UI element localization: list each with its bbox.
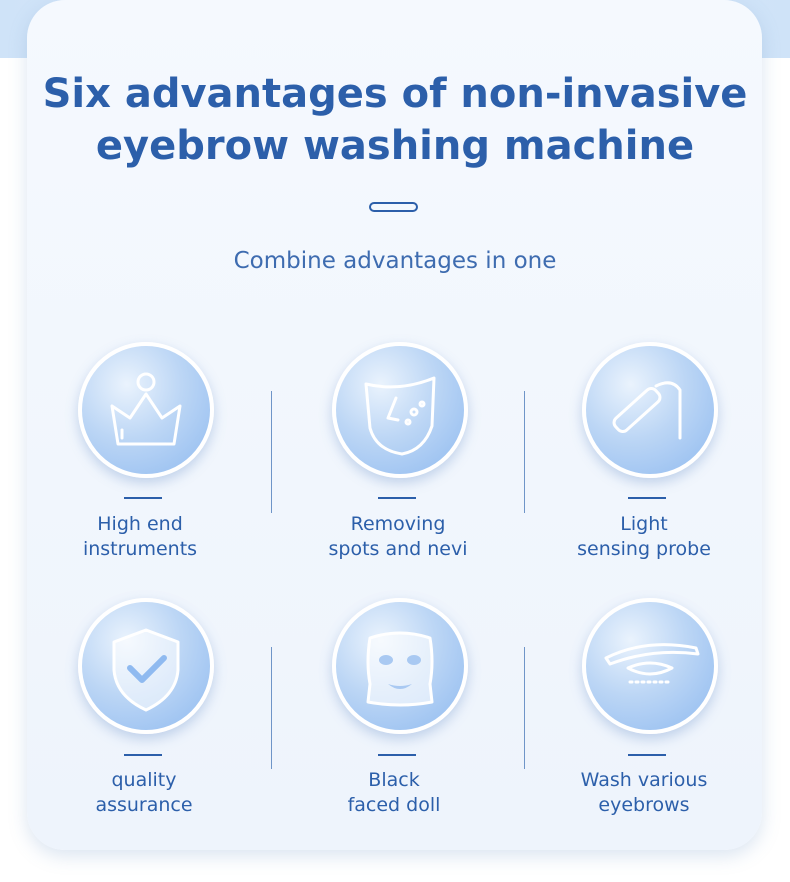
crown-icon	[110, 372, 182, 446]
advantage-label: quality assurance	[24, 768, 264, 818]
label-line-2: faced doll	[347, 794, 441, 816]
advantage-label: Wash various eyebrows	[524, 768, 764, 818]
label-dash	[628, 754, 666, 756]
advantage-label: Removing spots and nevi	[278, 512, 518, 562]
shield-check-icon	[112, 628, 180, 712]
face-mask-icon	[366, 631, 434, 707]
title-line-2: eyebrow washing machine	[95, 123, 695, 169]
label-line-1: High end	[97, 513, 183, 535]
label-line-1: quality	[111, 769, 177, 791]
page-title: Six advantages of non-invasive eyebrow w…	[0, 68, 790, 172]
advantage-label: High end instruments	[20, 512, 260, 562]
label-dash	[378, 754, 416, 756]
advantage-label: Light sensing probe	[524, 512, 764, 562]
label-line-1: Removing	[350, 513, 446, 535]
label-line-1: Black	[368, 769, 420, 791]
advantage-icon-circle	[78, 598, 214, 734]
probe-icon	[612, 381, 682, 440]
face-spots-icon	[364, 376, 436, 456]
label-dash	[378, 497, 416, 499]
column-divider	[271, 647, 272, 769]
advantage-label: Black faced doll	[274, 768, 514, 818]
advantage-icon-circle	[332, 342, 468, 478]
label-line-2: sensing probe	[577, 538, 711, 560]
column-divider	[271, 391, 272, 513]
label-line-1: Wash various	[580, 769, 708, 791]
advantage-icon-circle	[582, 598, 718, 734]
label-line-1: Light	[620, 513, 668, 535]
column-divider	[524, 391, 525, 513]
label-line-2: spots and nevi	[328, 538, 468, 560]
label-line-2: assurance	[95, 794, 193, 816]
eyebrow-icon	[604, 643, 700, 684]
advantage-icon-circle	[78, 342, 214, 478]
decorative-pill	[369, 202, 418, 212]
title-line-1: Six advantages of non-invasive	[42, 71, 748, 117]
column-divider	[524, 647, 525, 769]
label-line-2: eyebrows	[598, 794, 690, 816]
label-line-2: instruments	[82, 538, 198, 560]
advantage-icon-circle	[332, 598, 468, 734]
advantage-icon-circle	[582, 342, 718, 478]
label-dash	[124, 754, 162, 756]
label-dash	[628, 497, 666, 499]
label-dash	[124, 497, 162, 499]
subtitle: Combine advantages in one	[233, 248, 557, 274]
